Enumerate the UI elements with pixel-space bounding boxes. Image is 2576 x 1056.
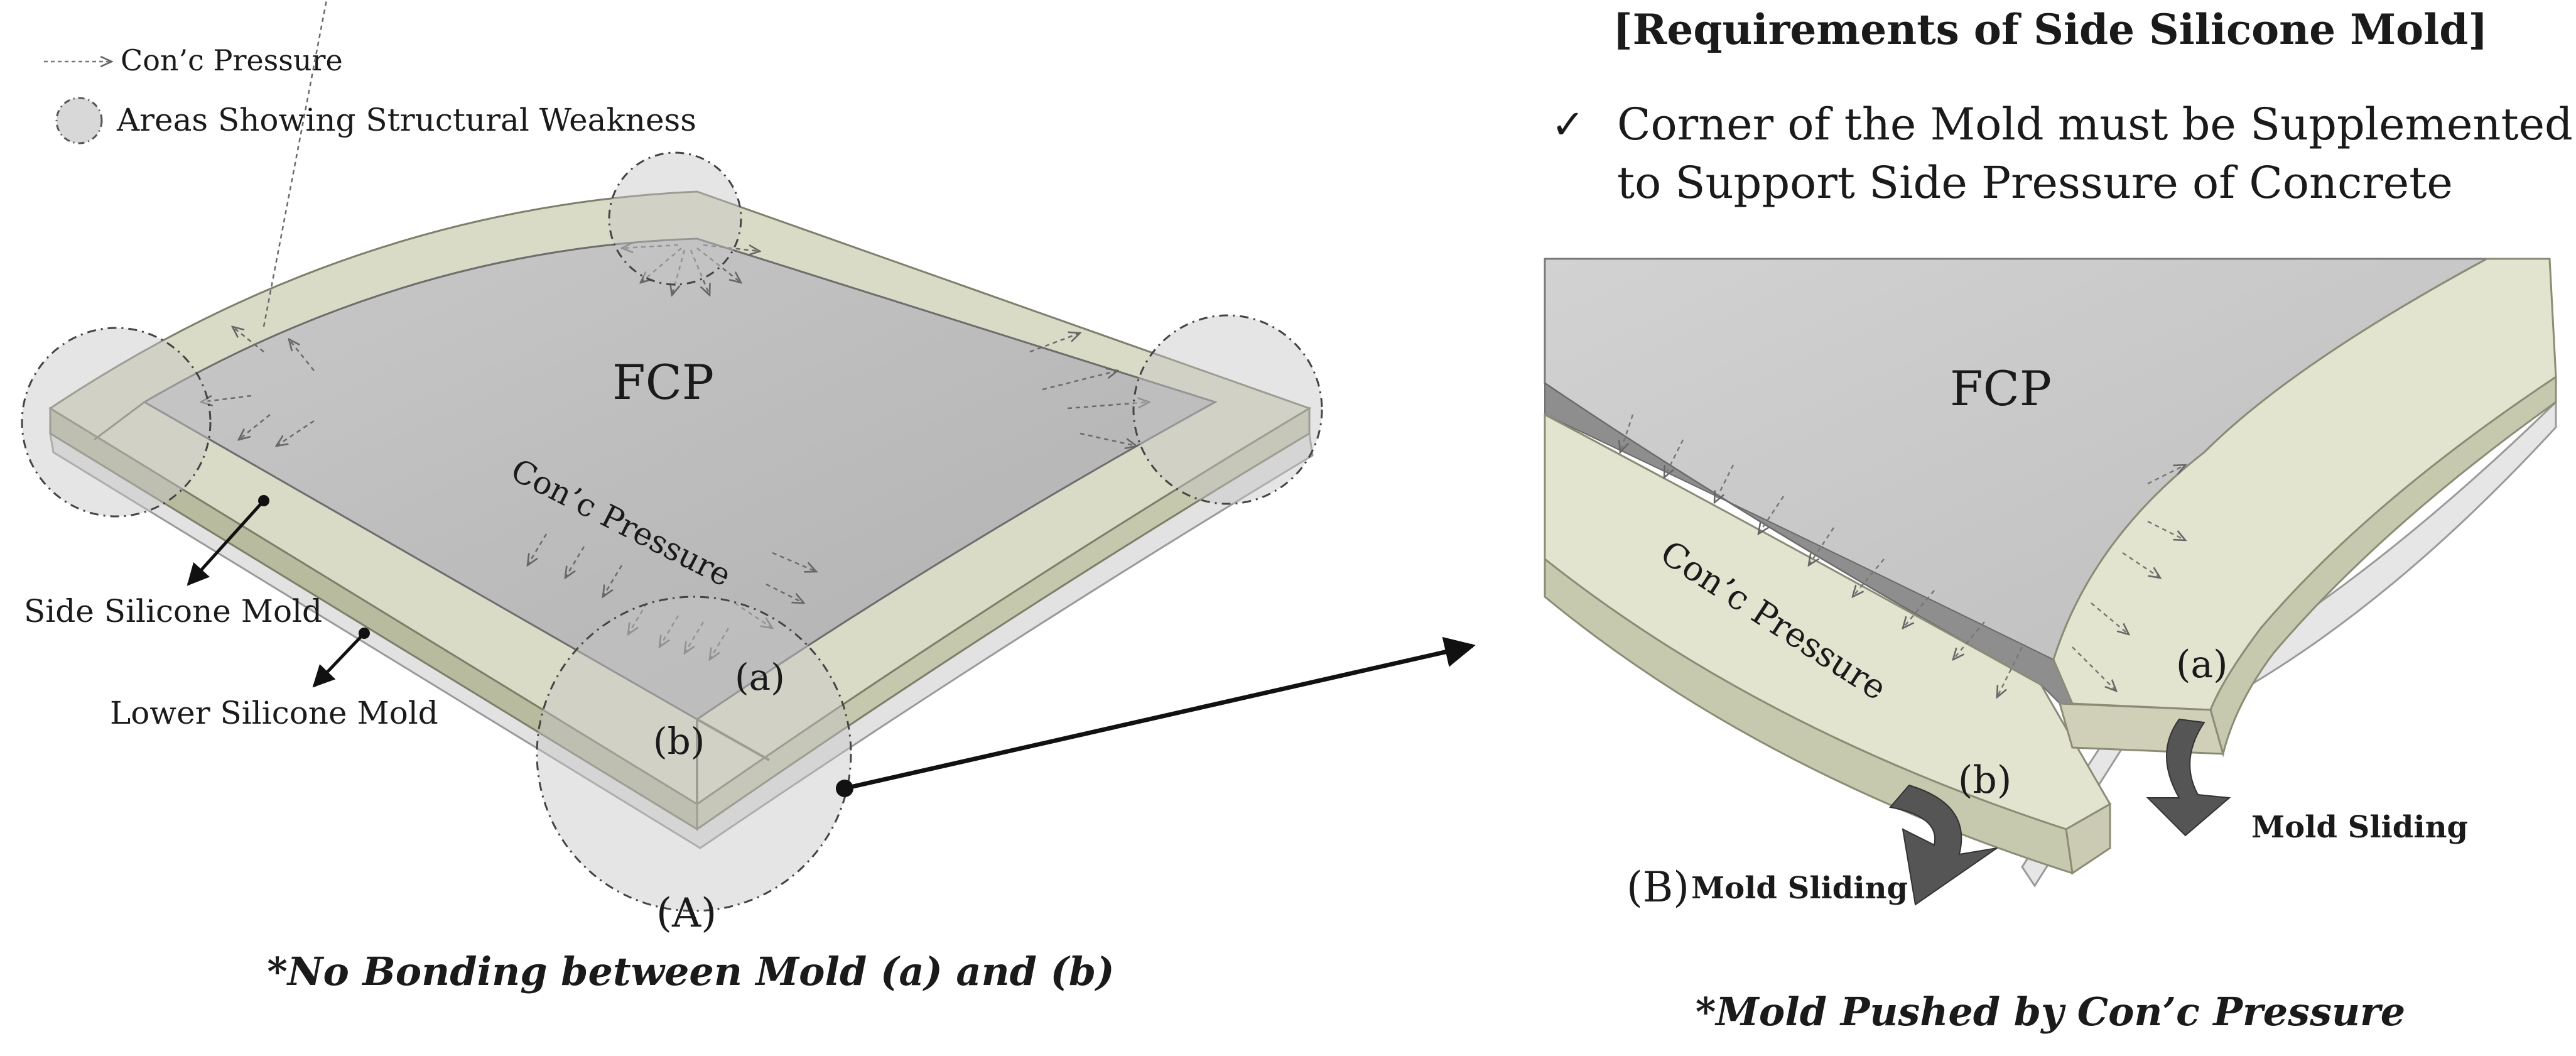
legend-weakness-swatch — [55, 97, 103, 144]
left-weak-zones — [21, 151, 1323, 912]
side-mold-leader-arrow — [187, 499, 265, 586]
weak-zone-right — [1132, 314, 1323, 505]
legend-pressure-label: Con’c Pressure — [121, 43, 343, 77]
weak-zone-corner-a — [536, 596, 852, 912]
mold-seam-left — [94, 401, 145, 441]
left-slab-diagram: FCP Con’c Pressure (a) (b) (A) Side Sili… — [21, 0, 1323, 994]
mold-sliding-label-left: Mold Sliding — [1691, 871, 1908, 906]
right-fcp-label: FCP — [1950, 361, 2052, 416]
mold-seam-a — [696, 718, 770, 761]
lower-mold-leader-arrow — [312, 632, 365, 688]
side-mold-label: Side Silicone Mold — [24, 593, 322, 629]
check-mark-icon: ✓ — [1551, 102, 1585, 148]
requirement-line-2: to Support Side Pressure of Concrete — [1617, 157, 2453, 209]
left-corner-a-label: (a) — [735, 656, 785, 699]
zoom-connector-arrow — [844, 636, 1476, 791]
right-pressure-arrows — [1620, 414, 2185, 697]
mold-sliding-arrow-left — [1889, 784, 1998, 906]
right-detail-diagram: FCP Con’c Pressure (a) (b) (B) Mold Slid… — [1544, 258, 2557, 1035]
legend: Con’c Pressure Areas Showing Structural … — [44, 43, 696, 144]
detail-mold-a-side — [2209, 375, 2557, 758]
left-corner-b-label: (b) — [653, 720, 705, 763]
mold-sliding-arrow-right — [2146, 718, 2231, 837]
right-callout-label: (B) — [1626, 863, 1689, 912]
weak-zone-top — [608, 151, 742, 286]
left-caption: *No Bonding between Mold (a) and (b) — [267, 949, 1114, 994]
requirement-line-1: Corner of the Mold must be Supplemented — [1617, 99, 2573, 150]
right-corner-a-label: (a) — [2176, 643, 2228, 687]
requirements-title: [Requirements of Side Silicone Mold] — [1613, 5, 2487, 54]
weak-zone-left — [21, 327, 212, 518]
left-pressure-arrows — [201, 0, 1149, 660]
lower-mold-label: Lower Silicone Mold — [110, 695, 438, 731]
legend-weakness-label: Areas Showing Structural Weakness — [116, 102, 696, 138]
fcp-concrete-surface — [143, 237, 1218, 721]
right-caption: *Mold Pushed by Con’c Pressure — [1696, 989, 2405, 1035]
detail-mold-b-side — [1544, 557, 2074, 875]
right-requirements: [Requirements of Side Silicone Mold] ✓ C… — [1551, 5, 2573, 209]
right-corner-b-label: (b) — [1958, 758, 2011, 802]
left-fcp-label: FCP — [612, 354, 714, 410]
mold-sliding-label-right: Mold Sliding — [2251, 810, 2468, 845]
left-callout-label: (A) — [656, 890, 717, 937]
